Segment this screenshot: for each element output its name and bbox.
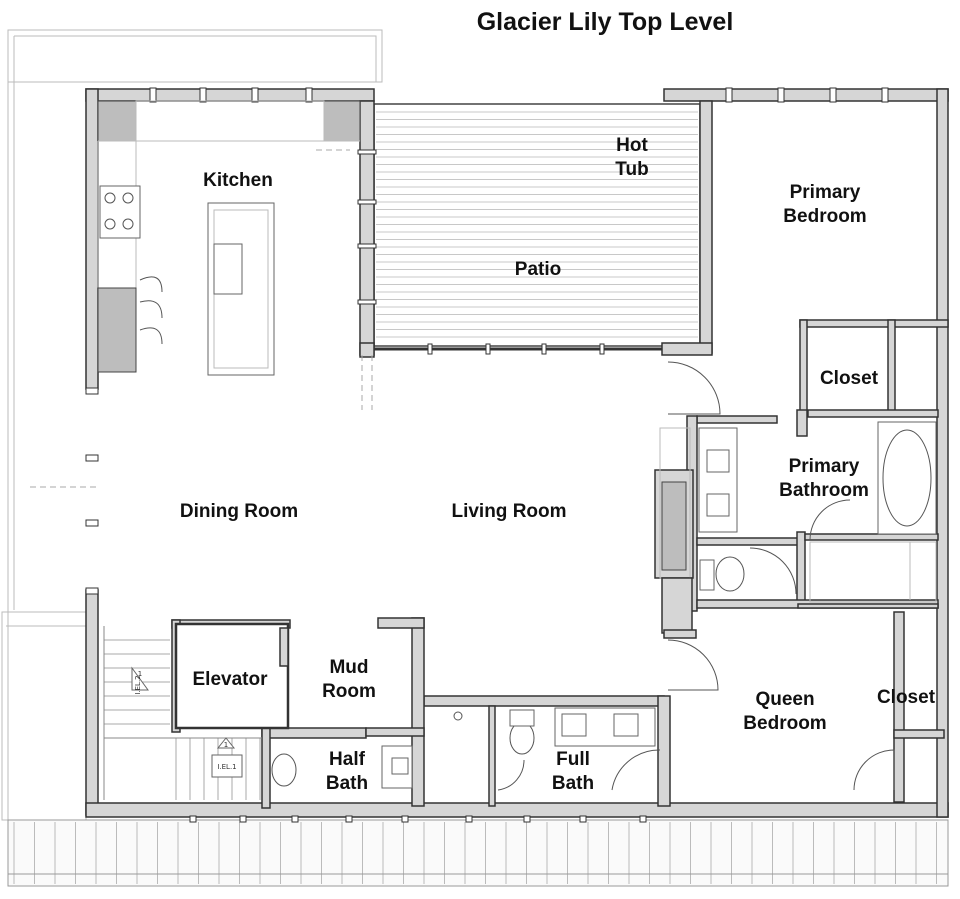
window-mullion [465, 815, 473, 823]
window-mullion [189, 815, 197, 823]
stair-tag-1: I.EL.2 [134, 675, 142, 694]
closet-queen-label: Closet [877, 687, 936, 708]
exterior-walls [85, 88, 949, 818]
window-mullion [239, 815, 247, 823]
elevator-shaft [171, 619, 291, 733]
closet-primary-label: Closet [820, 368, 879, 389]
window-mullion [599, 343, 605, 355]
window-mullion [401, 815, 409, 823]
primary-bedroom-label-line1: Primary [790, 182, 861, 203]
stair-tag-num-1: 1 [138, 670, 142, 678]
full-bath-label-line1: Full [556, 749, 590, 770]
window-mullion [85, 454, 99, 462]
window-mullion [357, 243, 377, 249]
window-mullion [485, 343, 491, 355]
kitchen-fixtures [97, 100, 373, 410]
window-mullion [199, 87, 207, 103]
patio-floorboards [373, 103, 701, 347]
window-mullion [357, 149, 377, 155]
page-title: Glacier Lily Top Level [476, 8, 734, 36]
full-bath-label-line2: Bath [552, 773, 594, 794]
window-mullion [291, 815, 299, 823]
half-bath-label-line1: Half [329, 749, 366, 770]
stair-tag-num-2: 1 [224, 741, 228, 749]
window-mullion [777, 87, 785, 103]
mud-room-label-line2: Room [322, 681, 376, 702]
dining-room-label: Dining Room [180, 501, 298, 522]
elevator-label: Elevator [193, 669, 269, 690]
kitchen-label: Kitchen [203, 170, 273, 191]
window-mullion [579, 815, 587, 823]
queen-bedroom-label-line2: Bedroom [743, 713, 826, 734]
window-mullion [725, 87, 733, 103]
deck-frame [7, 819, 949, 887]
window-mullion [881, 87, 889, 103]
window-mullion [85, 587, 99, 595]
stair-tag-2: I.EL.1 [217, 763, 236, 771]
patio-label: Patio [515, 259, 561, 280]
window-mullion [357, 199, 377, 205]
stairs [103, 626, 262, 800]
window-mullion [639, 815, 647, 823]
window-mullion [251, 87, 259, 103]
hot-tub-label-line2: Tub [615, 159, 648, 180]
bottom-deck [7, 819, 949, 887]
half-bath-label-line2: Bath [326, 773, 368, 794]
living-room-label: Living Room [451, 501, 566, 522]
window-mullion [829, 87, 837, 103]
window-mullion [149, 87, 157, 103]
window-mullion [305, 87, 313, 103]
window-mullion [85, 387, 99, 395]
window-mullions [85, 87, 889, 823]
primary-bathroom-label-line1: Primary [789, 456, 860, 477]
queen-bedroom-label-line1: Queen [755, 689, 814, 710]
hot-tub-label-line1: Hot [616, 135, 648, 156]
window-mullion [541, 343, 547, 355]
primary-bathroom-label-line2: Bathroom [779, 480, 869, 501]
window-mullion [357, 299, 377, 305]
interior-walls [261, 611, 945, 809]
window-mullion [427, 343, 433, 355]
primary-suite-walls [654, 319, 949, 634]
primary-bedroom-label-line2: Bedroom [783, 206, 866, 227]
window-mullion [85, 519, 99, 527]
window-mullion [345, 815, 353, 823]
mud-room-label-line1: Mud [329, 657, 368, 678]
window-mullion [523, 815, 531, 823]
